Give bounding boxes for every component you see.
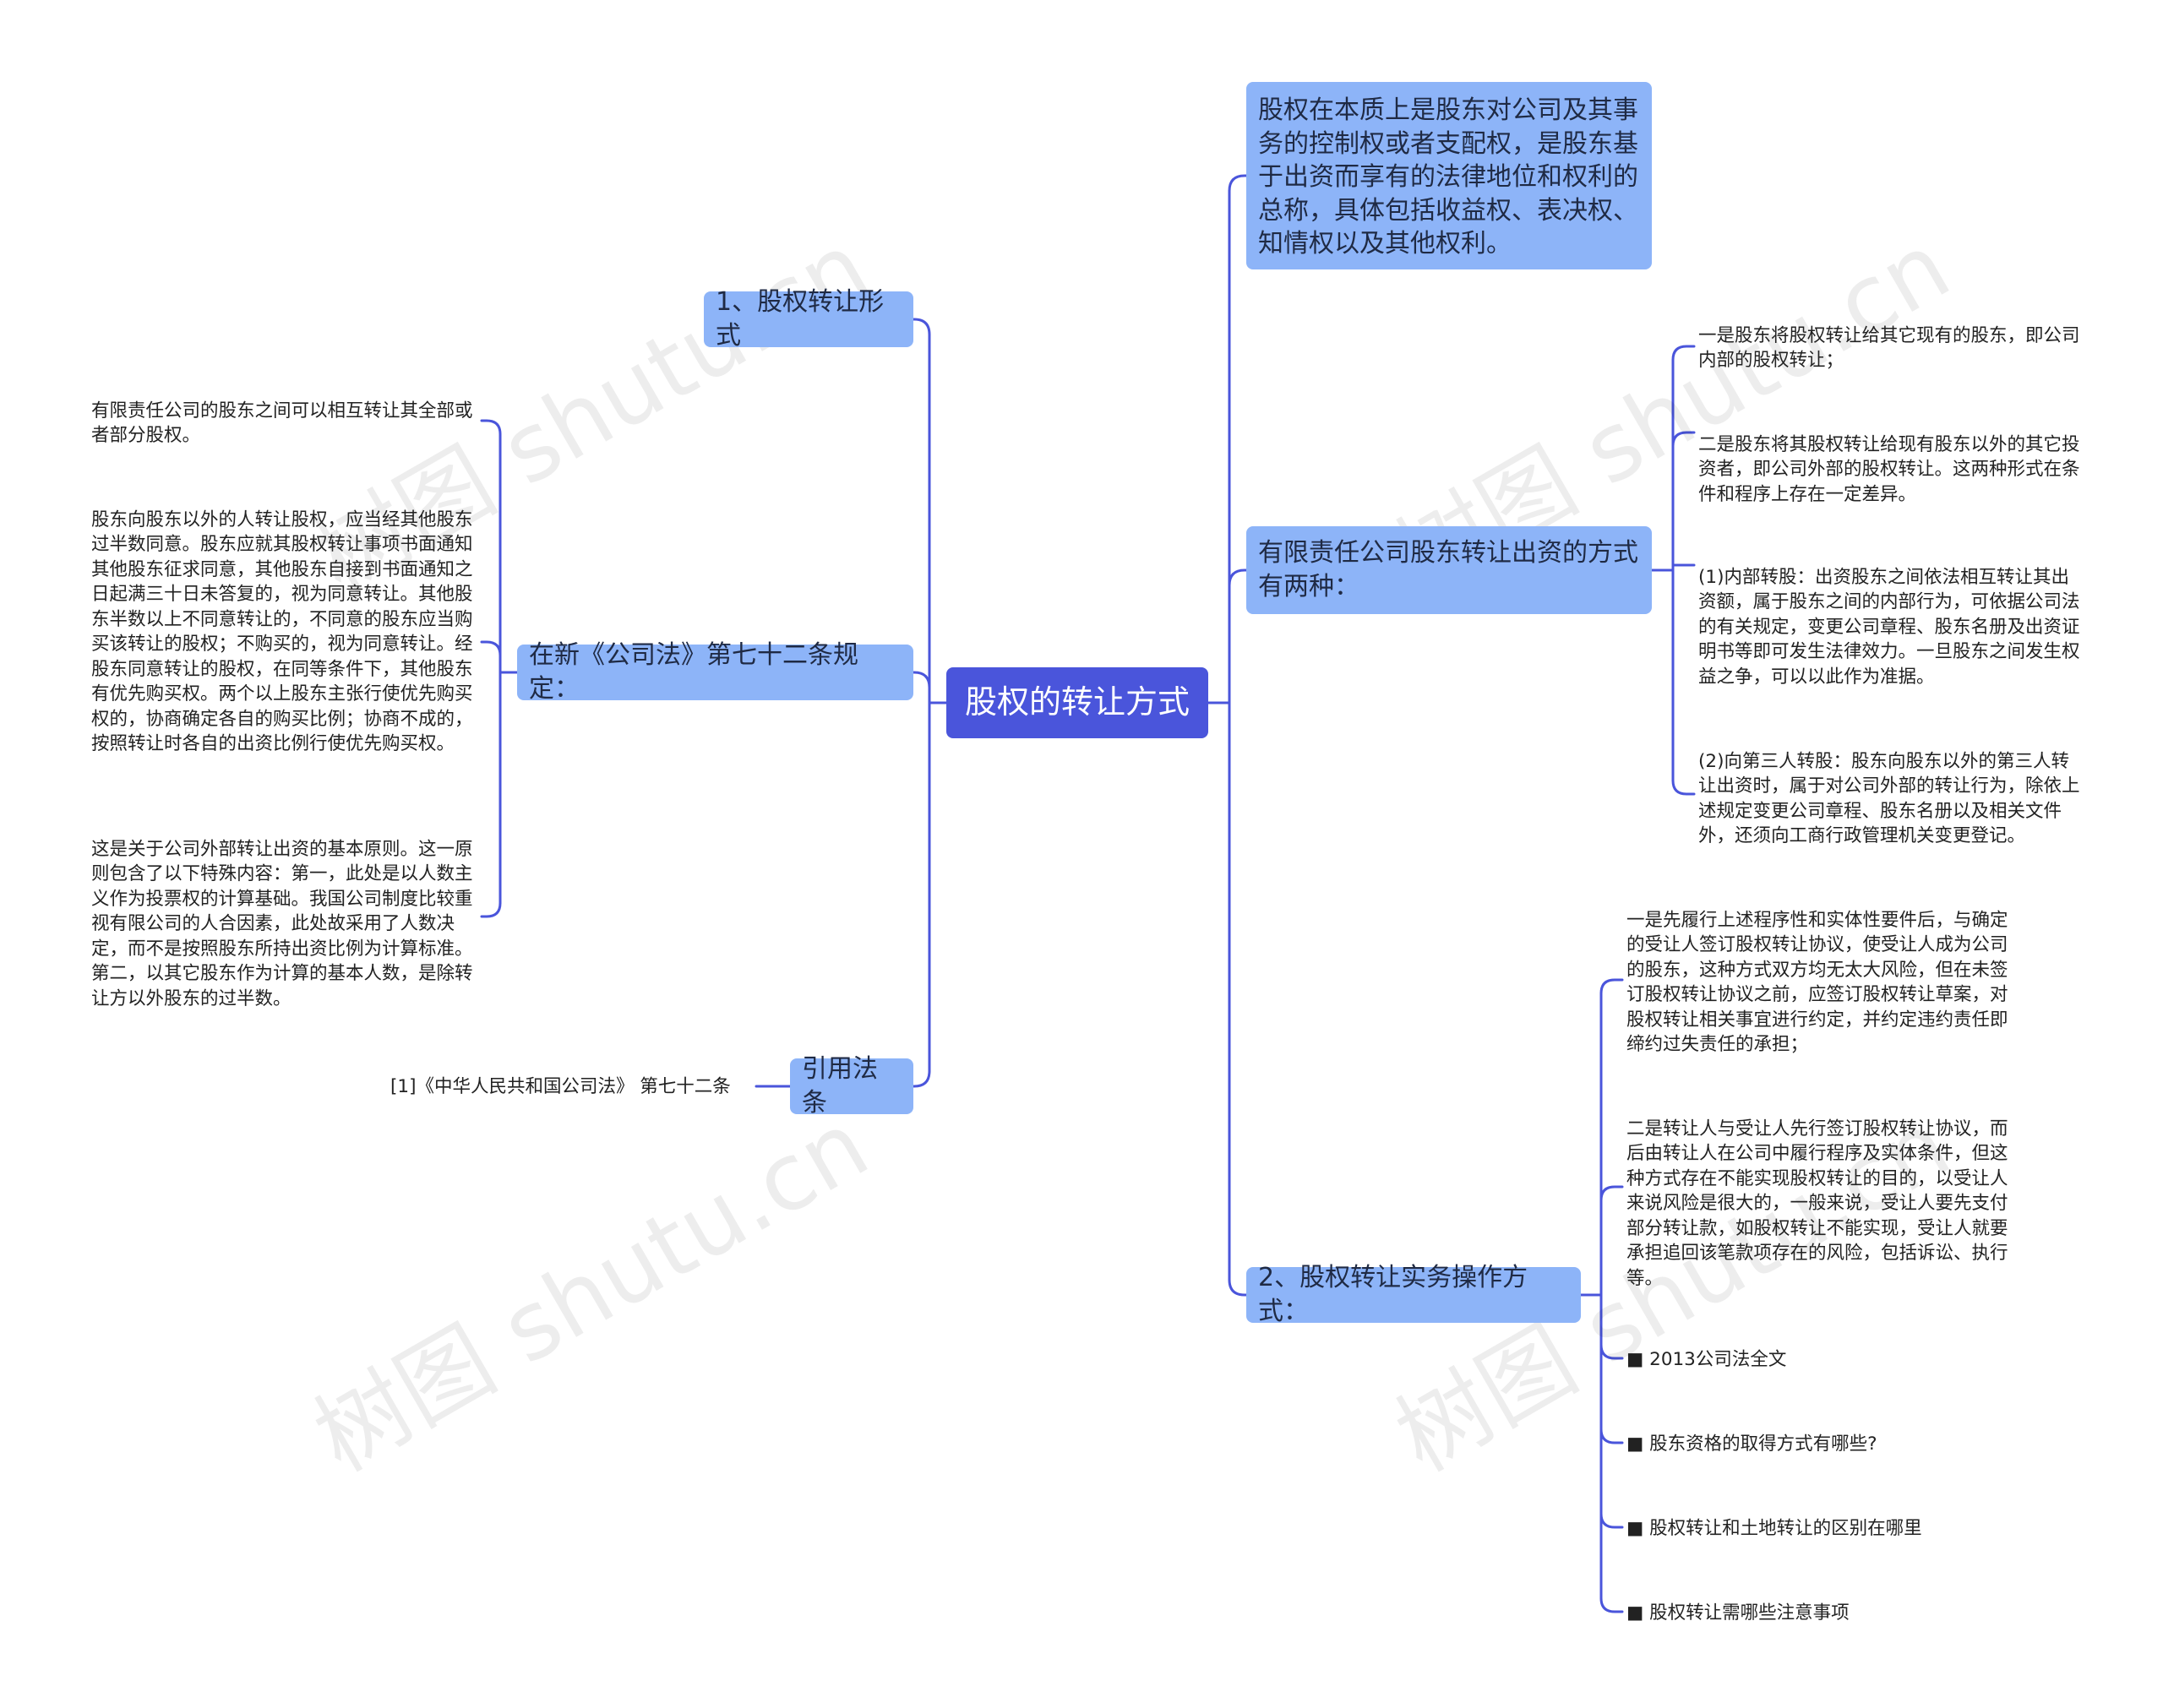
root-topic[interactable]: 股权的转让方式 [946, 667, 1208, 738]
related-link-3[interactable]: ■ 股权转让和土地转让的区别在哪里 [1626, 1518, 1922, 1539]
ways-leaf-3: (1)内部转股：出资股东之间依法相互转让其出资额，属于股东之间的内部行为，可依据… [1698, 567, 2080, 688]
ways-leaf-4: (2)向第三人转股：股东向股东以外的第三人转让出资时，属于对公司外部的转让行为，… [1698, 751, 2080, 847]
connector-line-2 [1228, 174, 1248, 193]
related-link-2[interactable]: ■ 股东资格的取得方式有哪些? [1626, 1433, 1877, 1455]
related-link-4[interactable]: ■ 股权转让需哪些注意事项 [1626, 1602, 1850, 1624]
branch-two-ways[interactable]: 有限责任公司股东转让出资的方式有两种： [1246, 526, 1652, 614]
law-leaf-1: 有限责任公司的股东之间可以相互转让其全部或者部分股权。 [91, 400, 473, 447]
connector-line-18 [1599, 978, 1624, 995]
connector-line-28 [480, 901, 502, 918]
law-leaf-3: 这是关于公司外部转让出资的基本原则。这一原则包含了以下特殊内容：第一，此处是以人… [91, 839, 473, 1009]
connector-line-22 [1599, 1512, 1624, 1529]
practice-leaf-2: 二是转让人与受让人先行签订股权转让协议，而后由转让人在公司中履行程序及实体条件，… [1626, 1118, 2008, 1289]
practice-leaf-1: 一是先履行上述程序性和实体性要件后，与确定的受让人签订股权转让协议，使受让人成为… [1626, 910, 2008, 1056]
branch-transfer-form[interactable]: 1、股权转让形式 [704, 287, 913, 351]
branch-practice[interactable]: 2、股权转让实务操作方式： [1246, 1263, 1581, 1326]
connector-line-20 [1599, 1343, 1624, 1360]
cite-leaf: [1]《中华人民共和国公司法》 第七十二条 [390, 1076, 731, 1097]
law-leaf-2: 股东向股东以外的人转让股权，应当经其他股东过半数同意。股东应就其股权转让事项书面… [91, 509, 473, 755]
branch-equity-definition[interactable]: 股权在本质上是股东对公司及其事务的控制权或者支配权，是股东基于出资而享有的法律地… [1246, 82, 1652, 269]
connector-line-23 [1599, 1596, 1624, 1613]
ways-leaf-1: 一是股东将股权转让给其它现有的股东，即公司内部的股权转让； [1698, 325, 2080, 372]
connector-line-15 [1671, 779, 1696, 796]
connector-line-26 [480, 419, 502, 436]
connector-line-8 [912, 671, 931, 689]
ways-leaf-2: 二是股东将其股权转让给现有股东以外的其它投资者，即公司外部的股权转让。这两种形式… [1698, 434, 2080, 505]
connector-line-12 [1671, 345, 1696, 362]
connector-line-21 [1599, 1428, 1624, 1444]
connector-line-13 [1671, 431, 1696, 448]
related-link-1[interactable]: ■ 2013公司法全文 [1626, 1349, 1787, 1370]
connector-line-19 [1599, 1185, 1624, 1202]
connector-line-3 [1228, 568, 1248, 587]
branch-company-law-art72[interactable]: 在新《公司法》第七十二条规定： [517, 640, 913, 704]
connector-line-9 [912, 1069, 931, 1088]
connector-line-27 [480, 640, 502, 657]
connector-line-4 [1228, 1278, 1248, 1297]
branch-cited-law[interactable]: 引用法条 [790, 1054, 913, 1118]
connector-line-7 [912, 318, 931, 336]
